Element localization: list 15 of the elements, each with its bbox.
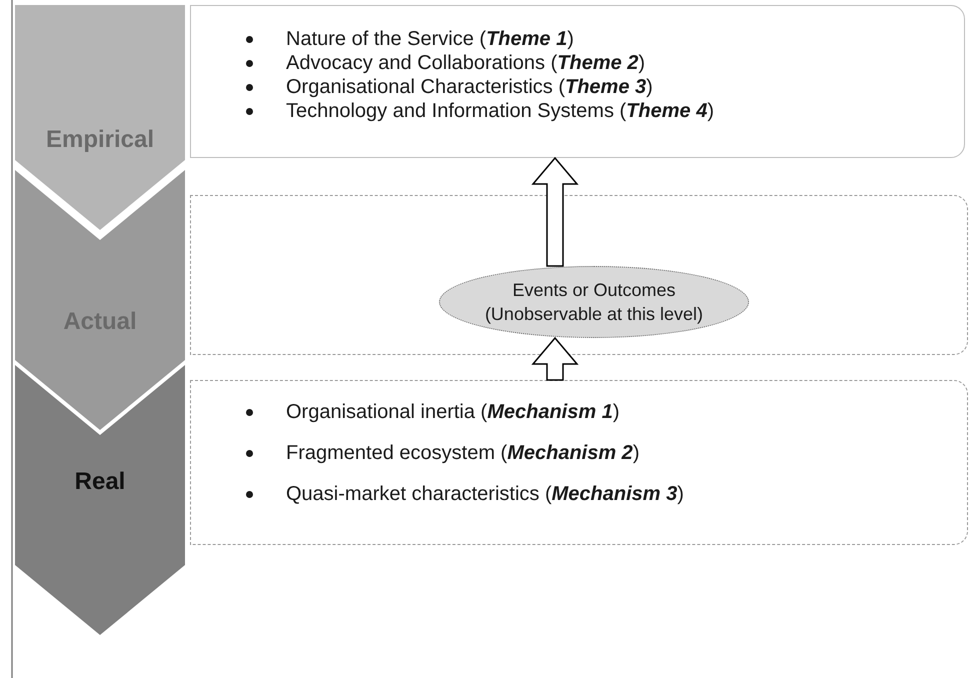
block-arrow <box>531 156 579 267</box>
text-panel <box>190 380 968 545</box>
bullet-text: Technology and Information Systems (Theme 4) <box>286 100 714 123</box>
level-label: Empirical <box>44 126 156 154</box>
text-panel <box>190 5 965 158</box>
bullet-text: Advocacy and Collaborations (Theme 2) <box>286 52 646 75</box>
ellipse-text: Events or Outcomes (Unobservable at this level) <box>484 279 704 326</box>
bullet-text: Quasi-market characteristics (Mechanism 3) <box>286 483 684 506</box>
bullet-text: Nature of the Service (Theme 1) <box>286 28 574 51</box>
level-label: Real <box>74 468 126 496</box>
block-arrow <box>531 336 579 381</box>
bullet-text: Organisational inertia (Mechanism 1) <box>286 401 620 424</box>
bullet-text: Fragmented ecosystem (Mechanism 2) <box>286 442 640 465</box>
level-panel <box>190 195 968 355</box>
bullet-text: Organisational Characteristics (Theme 3) <box>286 76 653 99</box>
